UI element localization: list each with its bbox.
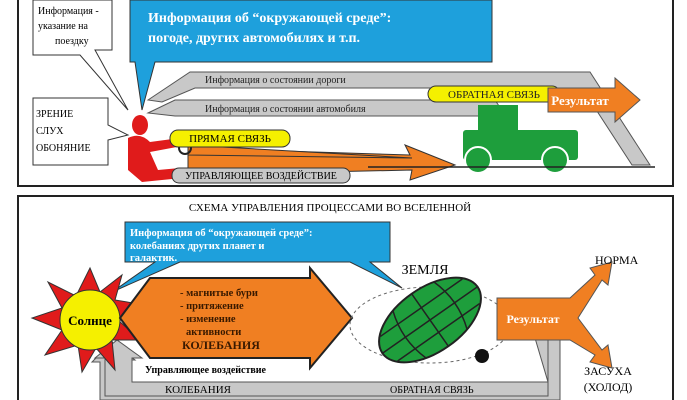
direct-link-label: ПРЯМАЯ СВЯЗЬ [189,133,271,145]
drought-label: ЗАСУХА [584,364,632,378]
sense-label: ЗРЕНИЕ [36,109,73,120]
env-info-line: погоде, других автомобилях и т.п. [148,31,360,46]
sun-label: Солнце [68,313,112,328]
universe-env-line: галактик. [130,253,178,264]
oscillations-label: КОЛЕБАНИЯ [165,384,232,396]
effect-item: - притяжение [180,301,244,312]
info-trip-line: указание на [38,21,89,32]
universe-env-line: Информация об “окружающей среде”: [130,228,312,239]
control-label: УПРАВЛЯЮЩЕЕ ВОЗДЕЙСТВИЕ [185,170,337,182]
road-info-arrow [146,71,651,166]
universe-env-callout [111,221,403,293]
norm-label: НОРМА [595,253,639,267]
universe-control-label: Управляющее воздействие [145,365,267,376]
direct-link-pill [169,129,291,148]
oscillations-arrow [118,265,354,371]
car-info-label: Информация о состоянии автомобиля [205,104,366,115]
earth-label: ЗЕМЛЯ [402,263,449,278]
car-icon [463,105,578,174]
info-trip-line: Информация - [38,6,99,17]
cold-label: (ХОЛОД) [584,380,633,394]
effect-item: - магнитые бури [180,288,258,299]
effect-item: активности [186,327,241,338]
env-info-line: Информация об “окружающей среде”: [148,11,391,26]
info-trip-callout [32,0,129,111]
env-info-callout [129,0,493,111]
universe-result-arrow [496,261,613,369]
universe-result-label: Результат [506,312,559,326]
moon-icon [475,349,489,363]
senses-box [32,97,130,166]
universe-feedback-label: ОБРАТНАЯ СВЯЗЬ [390,385,474,396]
earth-icon [378,276,482,364]
feedback-label: ОБРАТНАЯ СВЯЗЬ [448,89,540,101]
effect-item: - изменение [180,314,236,325]
result-label: Результат [551,93,609,108]
oscillations-bold-label: КОЛЕБАНИЯ [182,338,260,352]
result-arrow [547,76,641,124]
road-info-label: Информация о состоянии дороги [205,75,346,86]
driver-figure [128,115,182,182]
universe-title: СХЕМА УПРАВЛЕНИЯ ПРОЦЕССАМИ ВО ВСЕЛЕННОЙ [189,202,471,214]
sense-label: СЛУХ [36,126,64,137]
universe-env-line: колебаниях других планет и [130,241,264,252]
info-trip-line: поездку [55,36,89,47]
control-pill [171,167,351,184]
sense-label: ОБОНЯНИЕ [36,143,91,154]
sun-circle [59,289,121,351]
direct-arrow-upper [187,144,413,159]
